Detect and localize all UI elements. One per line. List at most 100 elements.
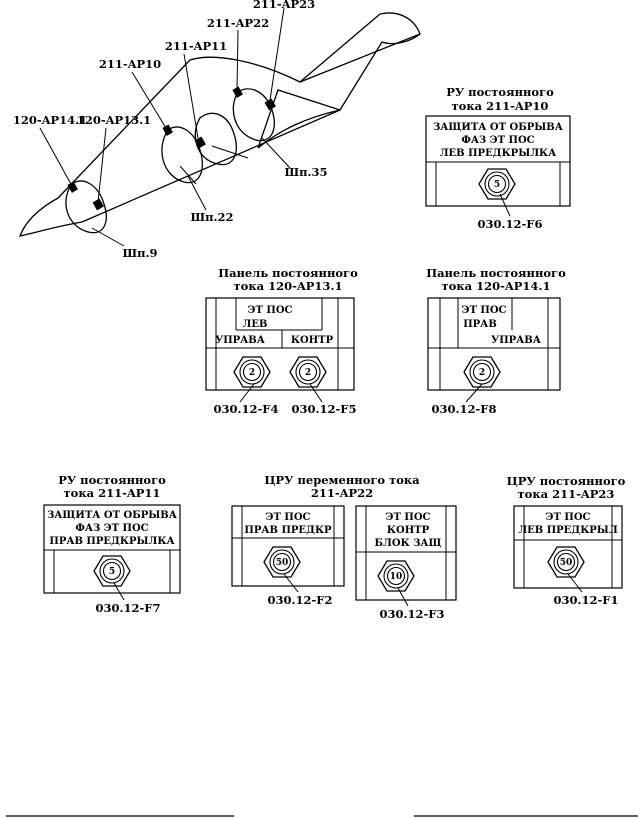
panel-1-title-2: тока 211-AP10 xyxy=(452,99,549,113)
fuselage-tail xyxy=(379,12,421,45)
fuselage-tail-top xyxy=(299,13,381,83)
leader-f2 xyxy=(283,573,299,593)
panel-6-title-1: ЦРУ постоянного xyxy=(507,474,626,488)
leader-sh22 xyxy=(187,175,207,211)
fuse-f2-rating: 50 xyxy=(276,558,289,568)
panel-4-title-2: тока 211-AP11 xyxy=(64,486,161,500)
label-211-ap10: 211-AP10 xyxy=(99,57,161,71)
panel-5a-line-2: ПРАВ ПРЕДКР xyxy=(244,525,332,536)
leader-f7 xyxy=(113,582,125,601)
fuselage-drawing: 211-AP23 211-AP22 211-AP11 211-AP10 120-… xyxy=(13,0,421,260)
panel-5-title-2: 211-AP22 xyxy=(311,486,373,500)
panel-2-left-label: УПРАВА xyxy=(215,335,266,346)
leader-f5 xyxy=(309,383,323,403)
leader-ap10 xyxy=(131,71,167,129)
panel-5a-line-1: ЭТ ПОС xyxy=(266,512,311,523)
leader-ap14-1 xyxy=(39,127,73,187)
frame-9 xyxy=(65,180,107,234)
fuse-f1-id: 030.12-F1 xyxy=(554,593,619,607)
leader-ap22 xyxy=(236,29,239,91)
panel-6-line-2: ЛЕВ ПРЕДКРЫЛ xyxy=(518,525,618,536)
fuse-f7-rating: 5 xyxy=(109,567,115,577)
leader-f4 xyxy=(239,383,255,403)
label-211-ap22: 211-AP22 xyxy=(207,16,269,30)
box-211-ap22 xyxy=(232,86,243,98)
fuse-f3-id: 030.12-F3 xyxy=(380,607,445,621)
box-211-ap11 xyxy=(194,136,206,149)
frame-22-leg xyxy=(179,165,197,185)
panel-3-line-2: ПРАВ xyxy=(463,319,497,330)
panel-5-title-1: ЦРУ переменного тока xyxy=(264,473,420,487)
box-120-ap14-1 xyxy=(67,181,78,193)
panel-120-ap13-1: Панель постоянного тока 120-AP13.1 ЭТ ПО… xyxy=(205,266,358,416)
fuselage-nose xyxy=(18,197,83,237)
leader-sh35 xyxy=(261,137,291,169)
panel-6-line-1: ЭТ ПОС xyxy=(546,512,591,523)
label-211-ap11: 211-AP11 xyxy=(165,39,227,53)
leader-f1 xyxy=(567,573,583,593)
leader-f8 xyxy=(465,383,483,403)
label-sh9: Шп.9 xyxy=(122,246,157,260)
fuse-f7-id: 030.12-F7 xyxy=(96,601,161,615)
label-sh35: Шп.35 xyxy=(284,165,327,179)
fuselage-lower-line xyxy=(81,109,341,223)
fuse-f4-rating: 2 xyxy=(249,368,255,378)
frame-35 xyxy=(232,88,275,142)
panel-2-line-1: ЭТ ПОС xyxy=(248,305,293,316)
fuse-f8-id: 030.12-F8 xyxy=(432,402,497,416)
panel-3-title-1: Панель постоянного xyxy=(426,266,566,280)
fuse-f1-rating: 50 xyxy=(560,558,573,568)
label-sh22: Шп.22 xyxy=(190,210,233,224)
leader-f3 xyxy=(397,587,409,607)
panel-6-title-2: тока 211-AP23 xyxy=(518,487,615,501)
panel-5b-line-3: БЛОК ЗАЩ xyxy=(375,538,442,549)
label-120-ap14-1: 120-AP14.1 xyxy=(13,113,87,127)
leader-ap11 xyxy=(183,53,199,139)
label-211-ap23: 211-AP23 xyxy=(253,0,315,11)
panel-3-title-2: тока 120-AP14.1 xyxy=(442,279,551,293)
fuse-f5-id: 030.12-F5 xyxy=(292,402,357,416)
panel-4-line-1: ЗАЩИТА ОТ ОБРЫВА xyxy=(47,510,178,521)
panel-2-title-2: тока 120-AP13.1 xyxy=(234,279,343,293)
fuse-f4-id: 030.12-F4 xyxy=(214,402,279,416)
panel-211-ap11: РУ постоянного тока 211-AP11 ЗАЩИТА ОТ О… xyxy=(43,473,181,615)
fuse-f3-rating: 10 xyxy=(390,572,403,582)
panel-5b-line-1: ЭТ ПОС xyxy=(386,512,431,523)
label-120-ap13-1: 120-AP13.1 xyxy=(77,113,151,127)
frame-22-brace xyxy=(211,145,249,159)
panel-211-ap10: РУ постоянного тока 211-AP10 ЗАЩИТА ОТ О… xyxy=(425,85,571,231)
fuse-f8-rating: 2 xyxy=(479,368,485,378)
box-120-ap13-1 xyxy=(92,198,104,211)
panel-4-title-1: РУ постоянного xyxy=(58,473,166,487)
leader-ap13-1 xyxy=(97,127,107,203)
leader-ap23 xyxy=(269,7,285,101)
panel-1-title-1: РУ постоянного xyxy=(446,85,554,99)
leader-sh9 xyxy=(91,227,125,247)
panel-2-line-2: ЛЕВ xyxy=(243,319,268,330)
fuse-f6-rating: 5 xyxy=(494,180,500,190)
panel-2-right-label: КОНТР xyxy=(291,335,334,346)
panel-3-label: УПРАВА xyxy=(491,335,542,346)
panel-4-line-2: ФАЗ ЭТ ПОС xyxy=(75,523,148,534)
fuse-f6-id: 030.12-F6 xyxy=(478,217,543,231)
panel-2-title-1: Панель постоянного xyxy=(218,266,358,280)
panel-211-ap22: ЦРУ переменного тока 211-AP22 ЭТ ПОС ПРА… xyxy=(231,473,457,621)
panel-3-line-1: ЭТ ПОС xyxy=(462,305,507,316)
fuse-f2-id: 030.12-F2 xyxy=(268,593,333,607)
panel-2-box xyxy=(205,297,355,391)
panel-5b-line-2: КОНТР xyxy=(387,525,430,536)
frame-22a xyxy=(161,126,203,184)
panel-1-line-1: ЗАЩИТА ОТ ОБРЫВА xyxy=(433,122,564,133)
box-211-ap10 xyxy=(162,124,173,136)
panel-211-ap23: ЦРУ постоянного тока 211-AP23 ЭТ ПОС ЛЕВ… xyxy=(507,474,626,607)
panel-120-ap14-1: Панель постоянного тока 120-AP14.1 ЭТ ПО… xyxy=(426,266,566,416)
panel-1-line-3: ЛЕВ ПРЕДКРЫЛКА xyxy=(440,148,557,159)
panel-1-line-2: ФАЗ ЭТ ПОС xyxy=(461,135,534,146)
box-211-ap23 xyxy=(264,98,276,111)
fuselage-upper-line xyxy=(57,33,421,199)
fuselage-wing-fairing xyxy=(257,89,341,149)
leader-f6 xyxy=(499,193,511,217)
panel-4-line-3: ПРАВ ПРЕДКРЫЛКА xyxy=(49,536,175,547)
fuse-f5-rating: 2 xyxy=(305,368,311,378)
